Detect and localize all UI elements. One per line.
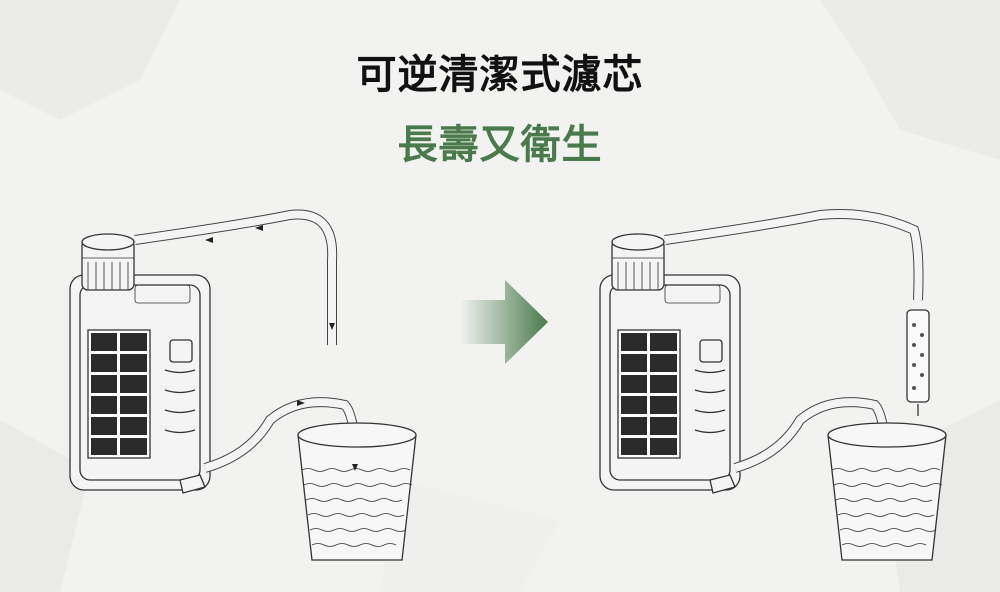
filter-cartridge xyxy=(906,309,930,403)
arrow-right-icon xyxy=(460,280,548,364)
headline-title: 可逆清潔式濾芯 xyxy=(356,52,644,98)
headline-subtitle: 長壽又衛生 xyxy=(397,122,603,168)
flow-arrows xyxy=(205,225,358,471)
filter-normal-flow-illustration xyxy=(69,209,417,561)
filter-reverse-cleaning-illustration xyxy=(599,209,947,561)
